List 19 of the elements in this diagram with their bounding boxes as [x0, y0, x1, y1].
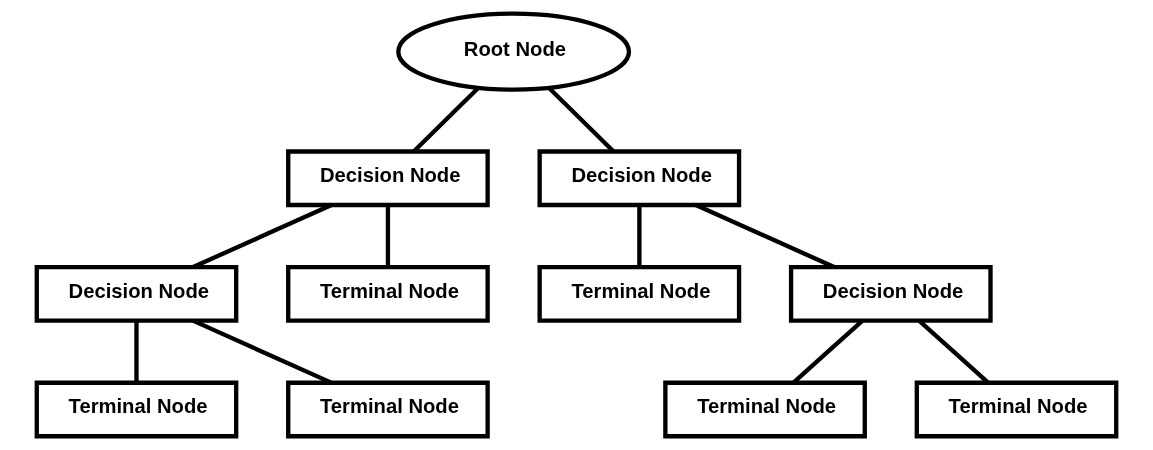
connector [547, 86, 616, 153]
node-box: Terminal Node [286, 264, 490, 323]
node-box: Terminal Node [663, 380, 867, 439]
connector [412, 86, 480, 153]
connector [637, 205, 642, 267]
node-box: Terminal Node [537, 264, 742, 323]
node-box: Decision Node [34, 264, 239, 323]
node-box: Decision Node [788, 264, 993, 323]
node-box: Terminal Node [286, 380, 490, 439]
node-box: Terminal Node [34, 380, 239, 439]
connector [192, 318, 333, 385]
connector [192, 203, 333, 269]
node-ellipse: Root Node [396, 11, 632, 92]
node-box: Terminal Node [914, 380, 1119, 439]
node-box: Decision Node [286, 149, 490, 208]
connector [694, 203, 835, 269]
connector [134, 320, 139, 383]
connector [385, 205, 391, 267]
node-box: Decision Node [537, 149, 742, 208]
